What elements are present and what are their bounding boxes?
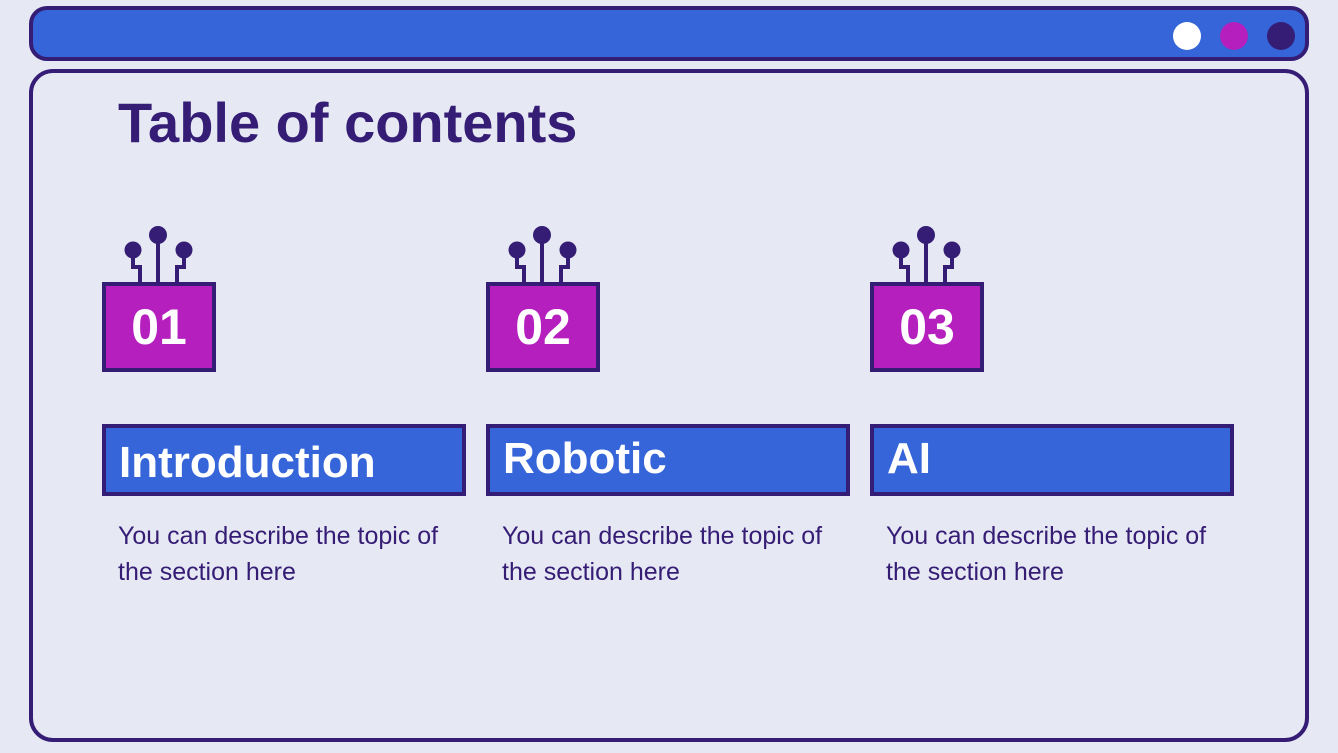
section-description: You can describe the topic of the sectio… [502,522,823,586]
circuit-chip-icon [124,226,193,284]
section-card-3: 03 AI You can describe the topic of the … [870,222,1240,602]
section-title-label: Introduction [102,424,466,496]
section-description: You can describe the topic of the sectio… [118,522,439,586]
magenta-dot-icon [1220,22,1248,50]
section-title-label: Robotic [486,424,850,496]
section-number-badge: 01 [102,282,216,372]
page-title: Table of contents [118,91,578,154]
purple-dot-icon [1267,22,1295,50]
section-card-1: 01 Introduction You can describe the top… [102,222,472,602]
content-panel [29,69,1309,742]
section-title-label: AI [870,424,1234,496]
section-number-badge: 02 [486,282,600,372]
white-dot-icon [1173,22,1201,50]
section-number-badge: 03 [870,282,984,372]
circuit-chip-icon [892,226,961,284]
section-description: You can describe the topic of the sectio… [886,522,1207,586]
section-card-2: 02 Robotic You can describe the topic of… [486,222,856,602]
circuit-chip-icon [508,226,577,284]
window-title-bar [29,6,1309,61]
